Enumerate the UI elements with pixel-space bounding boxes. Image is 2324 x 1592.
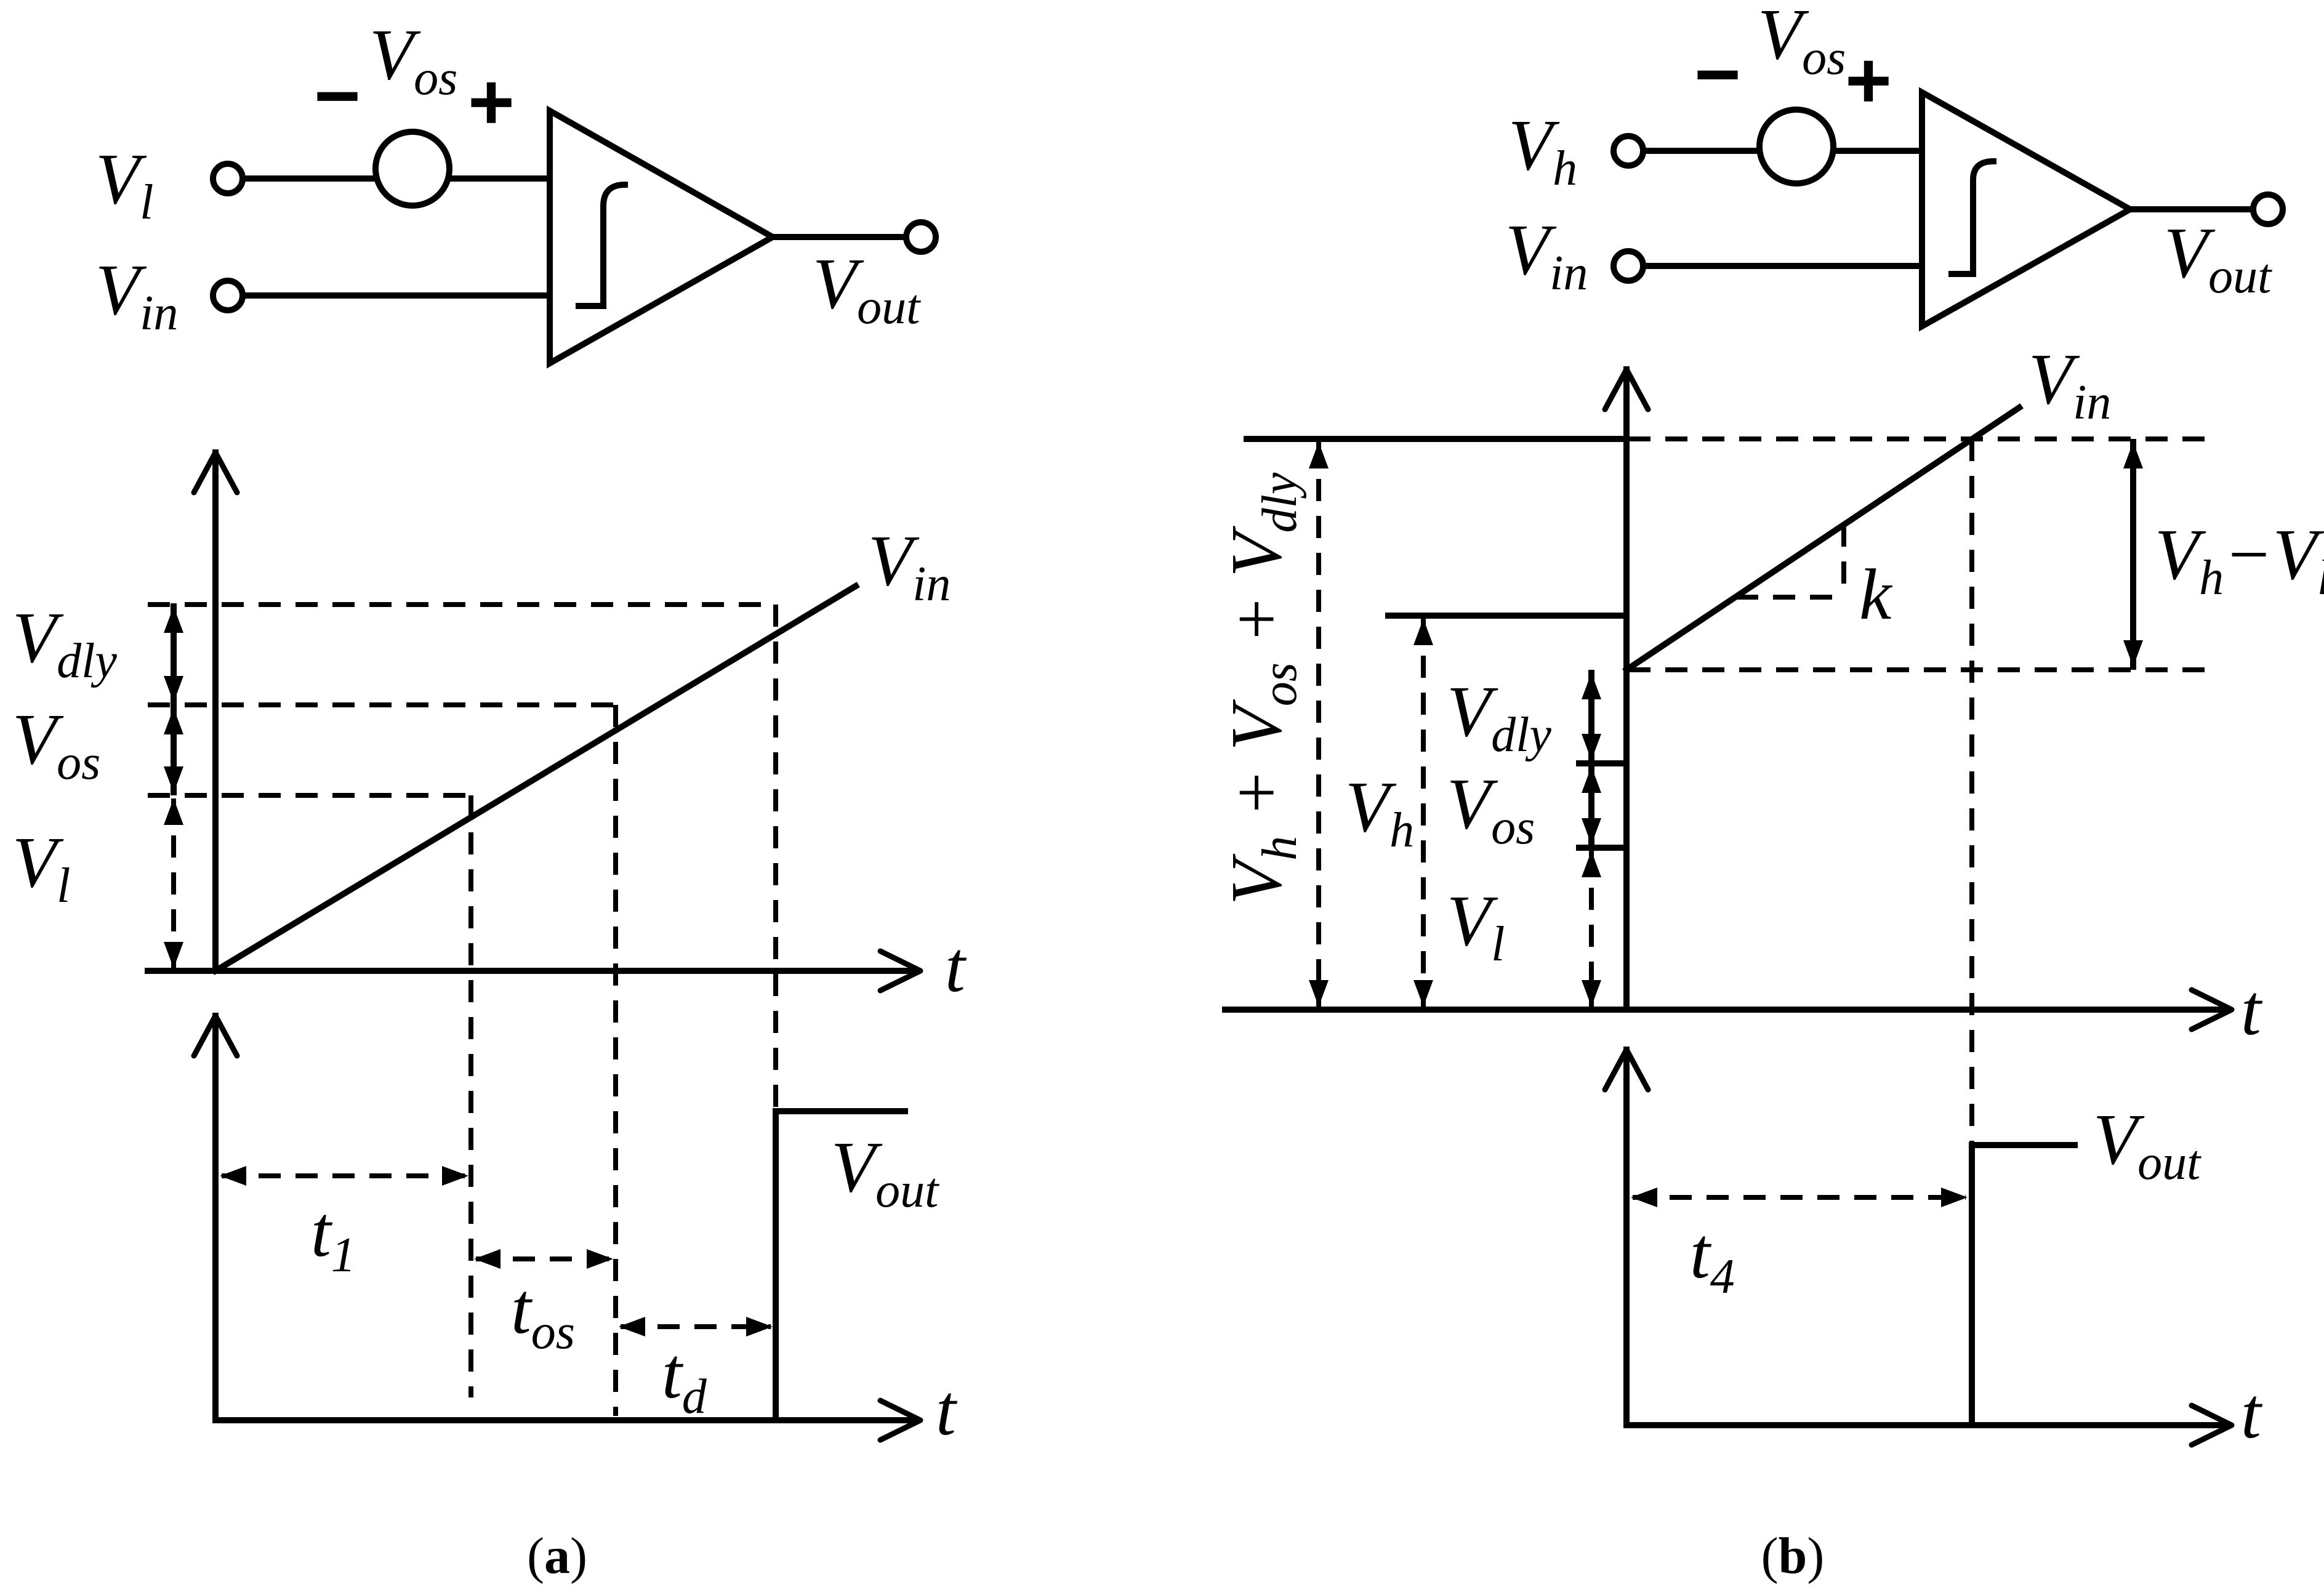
label-t4: t4 (1690, 1213, 1735, 1304)
graph-a-output: t Vout t1 tos td (191, 1013, 958, 1450)
graph-b-input: t Vin k Vh−Vl Vh + Vos + Vdly (1216, 339, 2324, 1142)
t-axis-arrow (877, 948, 923, 994)
y-axis-b-out-arrow (1602, 1047, 1651, 1093)
panel-b: − + Vos Vh Vin Vout t Vin k (1216, 0, 2324, 1585)
t-axis-b-out-label: t (2241, 1373, 2263, 1453)
y-axis-arrow (191, 449, 240, 496)
terminal-vl (210, 161, 246, 196)
label-vin: Vin (95, 249, 178, 340)
t-axis-out-label: t (936, 1370, 958, 1450)
y-axis-b-arrow (1602, 366, 1651, 412)
label-vin-b: Vin (1505, 209, 1588, 300)
comparator-triangle (547, 105, 779, 369)
label-vl: Vl (95, 139, 153, 230)
comparator-a: − + Vos Vl Vin Vout (95, 14, 939, 369)
label-t1: t1 (311, 1191, 356, 1282)
label-vl-level: Vl (12, 822, 70, 913)
terminal-vout (903, 219, 939, 255)
t-axis-out-arrow (877, 1397, 923, 1443)
graph-a-input: t Vin Vdly Vos Vl (12, 449, 967, 1416)
label-vout-trace: Vout (831, 1127, 939, 1218)
terminal-vout-b (2250, 191, 2286, 227)
label-vh-level: Vh (1345, 766, 1414, 858)
panel-a: − + Vos Vl Vin Vout t Vin (12, 14, 967, 1585)
label-vos-b: Vos (1758, 0, 1846, 85)
label-slope-k: k (1859, 554, 1893, 635)
terminal-vin (210, 278, 246, 313)
label-vdly-b: Vdly (1447, 671, 1551, 762)
label-vh-vos-vdly: Vh + Vos + Vdly (1216, 472, 1307, 905)
label-vos-level: Vos (12, 699, 100, 790)
label-vout-trace-b: Vout (2093, 1099, 2201, 1190)
label-vh: Vh (1508, 105, 1577, 196)
offset-source (372, 129, 452, 209)
caption-a: (a) (527, 1527, 587, 1585)
vin-ramp (211, 582, 860, 975)
label-vl-level-b: Vl (1447, 880, 1505, 971)
minus-sign: − (314, 50, 361, 140)
label-vos-level-b: Vos (1447, 763, 1535, 854)
comparator-b: − + Vos Vh Vin Vout (1505, 0, 2286, 332)
plus-sign: + (468, 57, 515, 147)
graph-b-output: t Vout t4 (1602, 1047, 2263, 1453)
label-td: td (662, 1333, 707, 1424)
label-vout-b: Vout (2164, 212, 2272, 304)
terminal-vh (1610, 133, 1646, 169)
plus-sign-b: + (1845, 35, 1892, 125)
t-axis-label: t (945, 927, 967, 1007)
minus-sign-b: − (1694, 29, 1741, 119)
terminal-vin-b (1610, 248, 1646, 284)
t-axis-b-arrow (2189, 987, 2235, 1032)
label-vh-minus-vl: Vh−Vl (2155, 514, 2324, 605)
label-vos: Vos (369, 14, 457, 105)
offset-source-b (1756, 107, 1836, 187)
label-vin-trace-b: Vin (2028, 339, 2111, 430)
vin-ramp-b (1622, 403, 2024, 674)
label-vin-trace: Vin (868, 520, 951, 611)
hysteresis-symbol-b (1948, 158, 1997, 277)
label-tos: tos (511, 1268, 575, 1359)
label-vout: Vout (813, 243, 921, 334)
t-axis-b-out-arrow (2189, 1402, 2235, 1448)
y-axis-out-arrow (191, 1013, 240, 1059)
t-axis-b-label: t (2241, 970, 2263, 1050)
hysteresis-symbol (576, 181, 629, 309)
comparator-triangle-b (1919, 87, 2137, 332)
label-vdly: Vdly (12, 597, 117, 688)
caption-b: (b) (1761, 1527, 1825, 1585)
